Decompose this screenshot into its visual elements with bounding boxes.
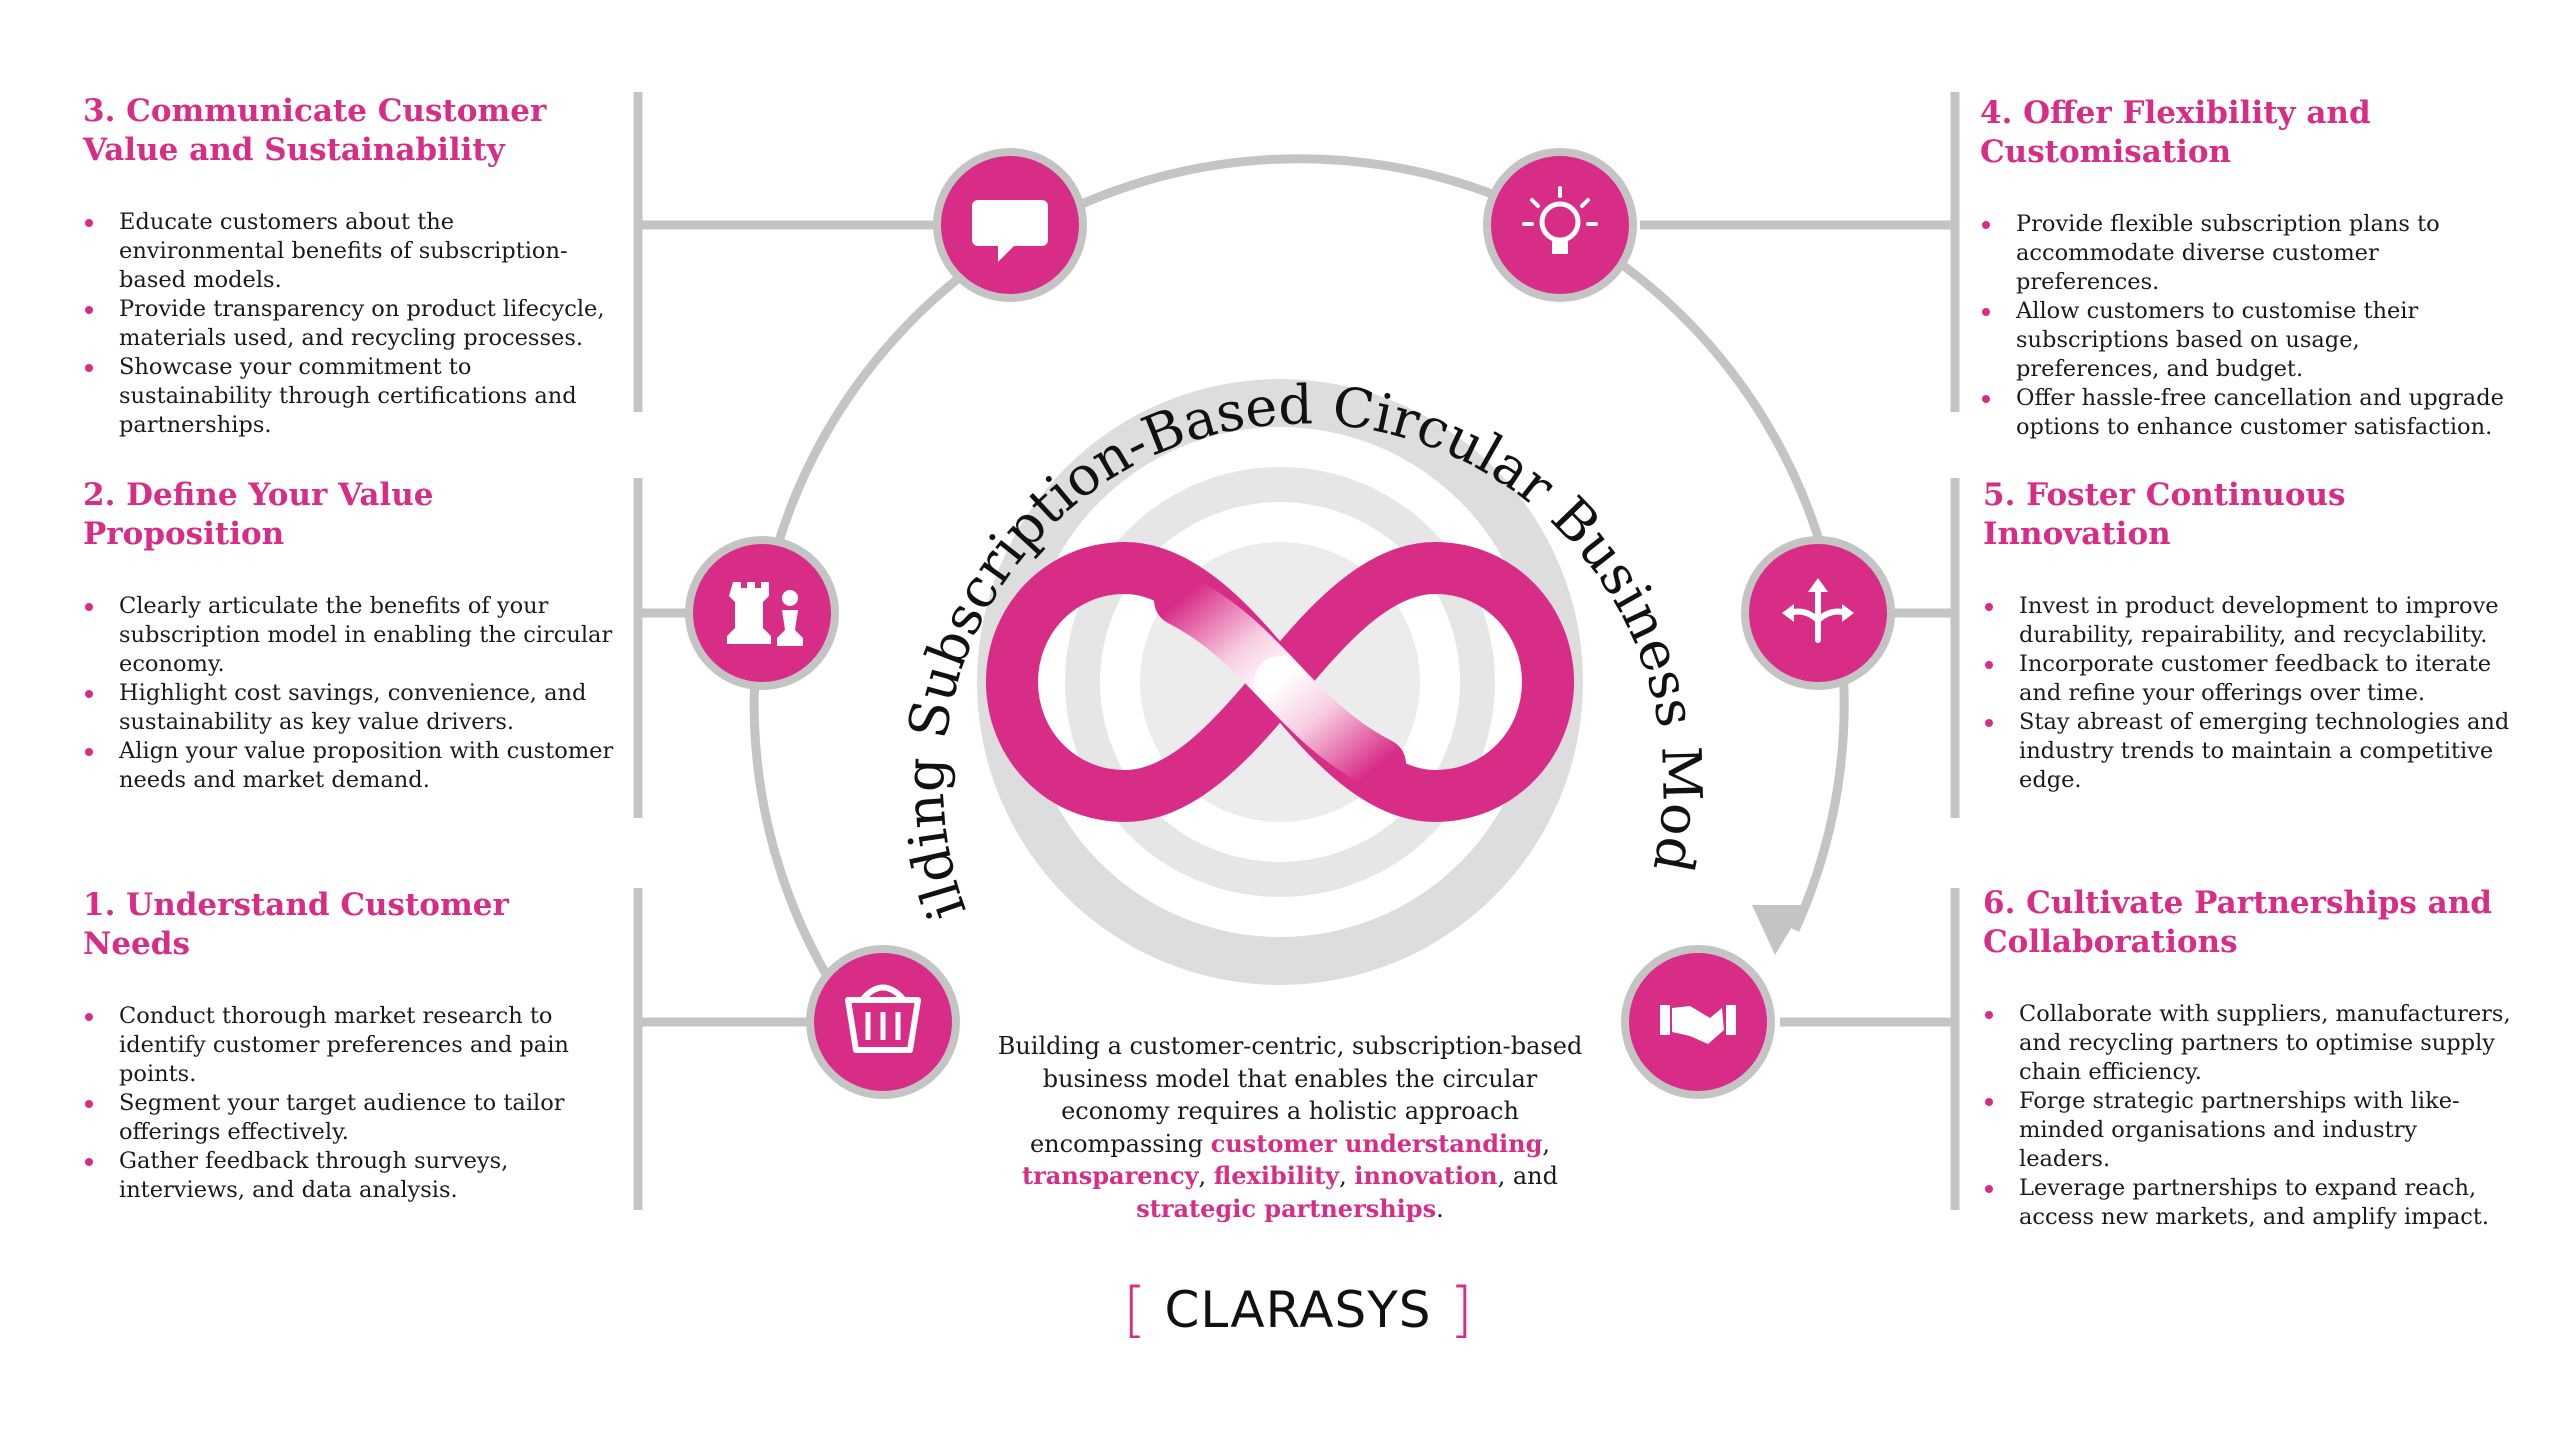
summary-text: Building a customer-centric, subscriptio…	[997, 1032, 1583, 1223]
clarasys-logo: [ CLARASYS ]	[1118, 1270, 1478, 1350]
basket-icon	[806, 945, 960, 1099]
step-3-section: 3. Communicate Customer Value and Sustai…	[83, 92, 623, 440]
step-4-section: 4. Offer Flexibility and Customisation P…	[1980, 94, 2510, 442]
list-item: Highlight cost savings, convenience, and…	[83, 679, 623, 737]
step-1-heading: 1. Understand Customer Needs	[83, 887, 509, 962]
step-5-section: 5. Foster Continuous Innovation Invest i…	[1983, 476, 2513, 795]
step-2-section: 2. Define Your Value Proposition Clearly…	[83, 476, 623, 795]
step-6-section: 6. Cultivate Partnerships and Collaborat…	[1983, 884, 2513, 1232]
list-item: Segment your target audience to tailor o…	[83, 1089, 623, 1147]
list-item: Offer hassle-free cancellation and upgra…	[1980, 384, 2510, 442]
list-item: Align your value proposition with custom…	[83, 737, 623, 795]
step-6-heading: 6. Cultivate Partnerships and Collaborat…	[1983, 885, 2492, 960]
step-1-bullets: Conduct thorough market research to iden…	[83, 1002, 623, 1205]
icon-circles	[685, 148, 1895, 1099]
list-item: Provide transparency on product lifecycl…	[83, 295, 623, 353]
list-item: Gather feedback through surveys, intervi…	[83, 1147, 623, 1205]
list-item: Incorporate customer feedback to iterate…	[1983, 650, 2513, 708]
lightbulb-icon	[1483, 148, 1637, 302]
step-3-bullets: Educate customers about the environmenta…	[83, 208, 623, 440]
step-3-heading: 3. Communicate Customer Value and Sustai…	[83, 93, 547, 168]
list-item: Collaborate with suppliers, manufacturer…	[1983, 1000, 2513, 1087]
logo-wordmark: CLARASYS	[1164, 1281, 1432, 1339]
speech-bubble-icon	[933, 148, 1087, 302]
step-2-bullets: Clearly articulate the benefits of your …	[83, 592, 623, 795]
list-item: Educate customers about the environmenta…	[83, 208, 623, 295]
split-arrows-icon	[1741, 536, 1895, 690]
list-item: Clearly articulate the benefits of your …	[83, 592, 623, 679]
arrow-head	[1752, 905, 1805, 955]
handshake-icon	[1621, 945, 1775, 1099]
logo-bracket-open: [	[1123, 1275, 1147, 1345]
list-item: Leverage partnerships to expand reach, a…	[1983, 1174, 2513, 1232]
infinity-icon	[985, 541, 1575, 823]
list-item: Allow customers to customise their subsc…	[1980, 297, 2510, 384]
list-item: Showcase your commitment to sustainabili…	[83, 353, 623, 440]
list-item: Provide flexible subscription plans to a…	[1980, 210, 2510, 297]
list-item: Conduct thorough market research to iden…	[83, 1002, 623, 1089]
list-item: Invest in product development to improve…	[1983, 592, 2513, 650]
step-2-heading: 2. Define Your Value Proposition	[83, 477, 434, 552]
step-6-bullets: Collaborate with suppliers, manufacturer…	[1983, 1000, 2513, 1232]
step-5-bullets: Invest in product development to improve…	[1983, 592, 2513, 795]
list-item: Forge strategic partnerships with like-m…	[1983, 1087, 2513, 1174]
step-5-heading: 5. Foster Continuous Innovation	[1983, 477, 2346, 552]
chess-icon	[685, 536, 839, 690]
list-item: Stay abreast of emerging technologies an…	[1983, 708, 2513, 795]
step-4-heading: 4. Offer Flexibility and Customisation	[1980, 95, 2371, 170]
step-4-bullets: Provide flexible subscription plans to a…	[1980, 210, 2510, 442]
step-1-section: 1. Understand Customer Needs Conduct tho…	[83, 886, 623, 1205]
logo-bracket-close: ]	[1449, 1275, 1473, 1345]
